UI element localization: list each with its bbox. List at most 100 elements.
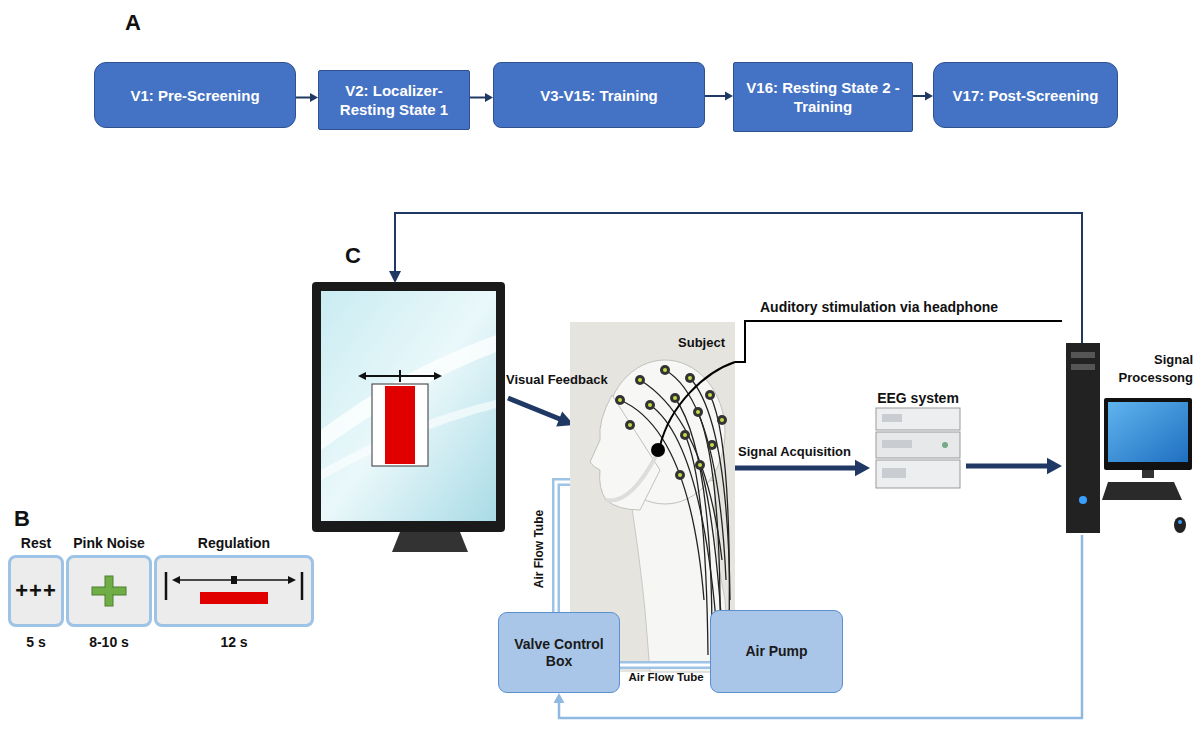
arrow-head <box>855 460 870 477</box>
regulation-feedback-part <box>288 576 296 584</box>
subject-photo-part-part <box>663 368 667 372</box>
figure-label: 8-10 s <box>79 634 139 650</box>
subject-photo-part <box>618 368 724 477</box>
monitor-illustration-part <box>312 282 505 532</box>
subject-photo-part-part <box>648 403 652 407</box>
trial-phase: Rest+++ <box>8 533 64 627</box>
feedback-loop-line <box>389 213 1082 343</box>
arrow-head <box>725 92 733 101</box>
figure-label: 5 s <box>6 634 66 650</box>
fixation-symbol: +++ <box>15 578 57 604</box>
visual-feedback-arrow-part <box>508 398 561 420</box>
computer-illustration-part <box>1174 517 1186 533</box>
air-pump-box: Air Pump <box>710 610 843 693</box>
node-text: Signal Processong <box>1112 351 1196 387</box>
subject-photo-part-part <box>698 463 702 467</box>
arrow-head <box>554 693 565 703</box>
phase-heading: Pink Noise <box>66 533 152 553</box>
panel-letter: B <box>14 506 30 532</box>
computer-illustration-part <box>1178 520 1182 524</box>
subject-photo-part-part <box>717 415 727 425</box>
connector-line <box>296 97 312 99</box>
monitor-illustration-part <box>372 384 428 466</box>
subject-photo-part-part <box>693 407 703 417</box>
subject-photo-part-part <box>678 473 682 477</box>
regulation-feedback-part <box>165 572 168 600</box>
screen-box <box>66 555 152 627</box>
monitor-illustration <box>312 282 505 552</box>
subject-photo-part <box>590 395 660 510</box>
subject-photo-part <box>615 365 727 480</box>
fixation-cross-part <box>92 587 126 595</box>
subject-photo-part-part <box>680 430 690 440</box>
monitor-illustration-part <box>399 370 401 382</box>
subject-photo-part-part <box>615 395 625 405</box>
node-text: V16: Resting State 2 - Training <box>742 78 904 116</box>
visit-box: V16: Resting State 2 - Training <box>733 62 913 132</box>
computer-illustration-part <box>1102 482 1182 500</box>
subject-photo-part-part <box>645 400 655 410</box>
regulation-feedback-part <box>172 576 180 584</box>
subject-photo-part-part <box>670 393 680 403</box>
eeg-system: EEG system <box>870 388 966 495</box>
eeg-amplifier-part <box>882 468 906 478</box>
visual-feedback-arrow <box>508 398 574 426</box>
connector <box>556 482 570 612</box>
air-tube-outer <box>556 482 570 612</box>
computer-illustration-part <box>1071 364 1095 370</box>
subject-photo-part-part <box>638 378 642 382</box>
edge-label: Signal Acquisition <box>738 444 851 459</box>
node-text: Subject <box>570 335 725 350</box>
subject-photo-part-part <box>685 373 695 383</box>
connector-line <box>470 97 487 99</box>
subject-photo-part-part <box>720 418 724 422</box>
visit-box: V3-V15: Training <box>493 62 705 128</box>
computer-illustration-part <box>1071 352 1095 358</box>
subject-photo-part-part <box>673 396 677 400</box>
computer-illustration-part <box>1066 343 1100 533</box>
regulation-feedback-part <box>231 576 237 584</box>
connector <box>296 93 318 102</box>
connector <box>735 321 1062 362</box>
signal-processing-computer: Signal Processong <box>1062 315 1196 535</box>
trial-phase: Pink Noise <box>66 533 152 627</box>
connector-line <box>966 464 1052 469</box>
figure-label: Visual Feedback <box>506 372 608 387</box>
subject-photo-part <box>606 456 656 500</box>
connector-line <box>559 535 1082 718</box>
subject-photo-part-part <box>705 390 715 400</box>
subject-photo-part <box>685 435 708 655</box>
subject-photo-part-part <box>695 460 705 470</box>
connector <box>470 93 493 102</box>
fixation-cross <box>92 576 126 606</box>
subject-photo-part-part <box>675 470 685 480</box>
subject-photo-part-part <box>618 398 622 402</box>
arrow-head <box>925 92 933 101</box>
computer-illustration-part <box>1079 496 1087 504</box>
eeg-amplifier-part <box>876 432 960 458</box>
eeg-amplifier-part <box>876 460 960 488</box>
monitor-illustration-part <box>385 386 415 464</box>
monitor-illustration-part <box>358 372 366 380</box>
subject-photo-part-part <box>625 420 635 430</box>
subject-photo-part-part <box>696 410 700 414</box>
computer-illustration-part <box>1108 402 1188 462</box>
screen-fills-part <box>66 555 152 627</box>
figure-label: 12 s <box>204 634 264 650</box>
connector-line <box>705 95 727 97</box>
phase-heading: Regulation <box>154 533 314 553</box>
computer-illustration-part <box>1142 470 1154 478</box>
air-tube-inner <box>556 482 570 612</box>
subject-photo-part-part <box>688 376 692 380</box>
connector <box>966 458 1062 475</box>
subject-photo-part-part <box>635 375 645 385</box>
edge-label: Air Flow Tube <box>531 504 547 594</box>
node-text: Air Pump <box>745 643 807 660</box>
feedback-loop-line-part <box>389 271 401 283</box>
subject-photo-part <box>620 400 704 600</box>
fixation-cross-part <box>93 588 125 594</box>
arrow-head <box>310 93 318 102</box>
air-tube-outer <box>620 661 710 669</box>
panel-letter: C <box>345 243 361 269</box>
